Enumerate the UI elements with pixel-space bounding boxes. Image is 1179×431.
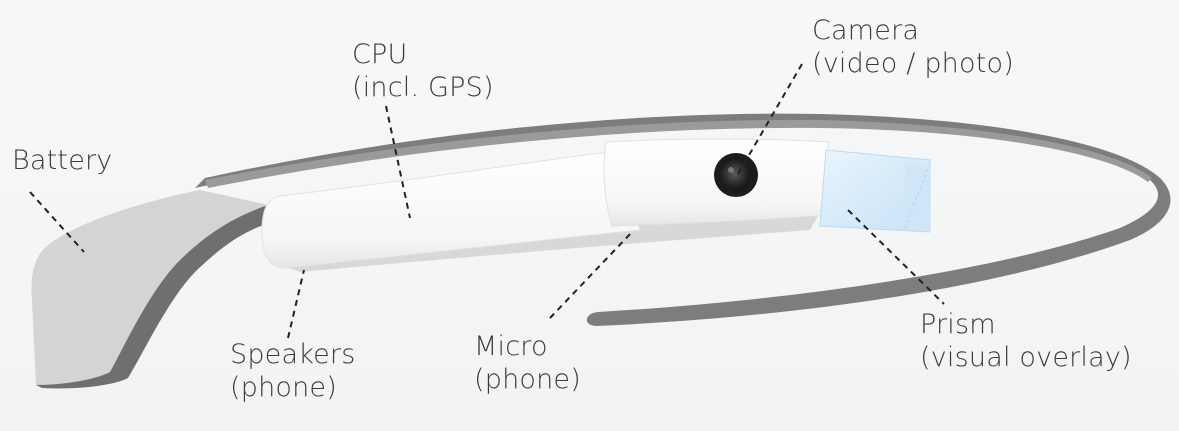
battery-arm-side [36,205,272,389]
leader-speakers [287,269,305,339]
leader-lines [29,63,945,339]
prism-facet [904,167,929,229]
housing-shadow [272,212,820,272]
leader-micro [549,231,633,319]
label-battery-line1: Battery [12,145,113,176]
label-micro-line1: Micro [474,331,548,362]
label-camera-line2: (video / photo) [812,48,1014,79]
label-prism: Prism (visual overlay) [920,308,1132,374]
prism-edge [905,162,930,232]
camera-lens [721,160,751,190]
label-speakers-line2: (phone) [230,372,337,403]
label-camera-line1: Camera [812,15,920,46]
label-cpu-line1: CPU [352,39,408,70]
label-cpu: CPU (incl. GPS) [352,38,494,104]
leader-cpu [385,105,411,219]
label-battery: Battery [12,144,113,177]
label-prism-line1: Prism [920,309,996,340]
camera-lens-glint [728,167,734,173]
label-micro-line2: (phone) [474,364,581,395]
label-micro: Micro (phone) [474,330,581,396]
label-speakers: Speakers (phone) [230,338,356,404]
label-prism-line2: (visual overlay) [920,342,1132,373]
label-camera: Camera (video / photo) [812,14,1014,80]
cpu-housing [261,151,641,269]
label-cpu-line2: (incl. GPS) [352,72,494,103]
leader-prism [847,209,945,305]
frame-highlight [205,119,1152,188]
battery-arm [31,190,269,385]
leader-battery [29,191,85,253]
label-speakers-line1: Speakers [230,339,356,370]
